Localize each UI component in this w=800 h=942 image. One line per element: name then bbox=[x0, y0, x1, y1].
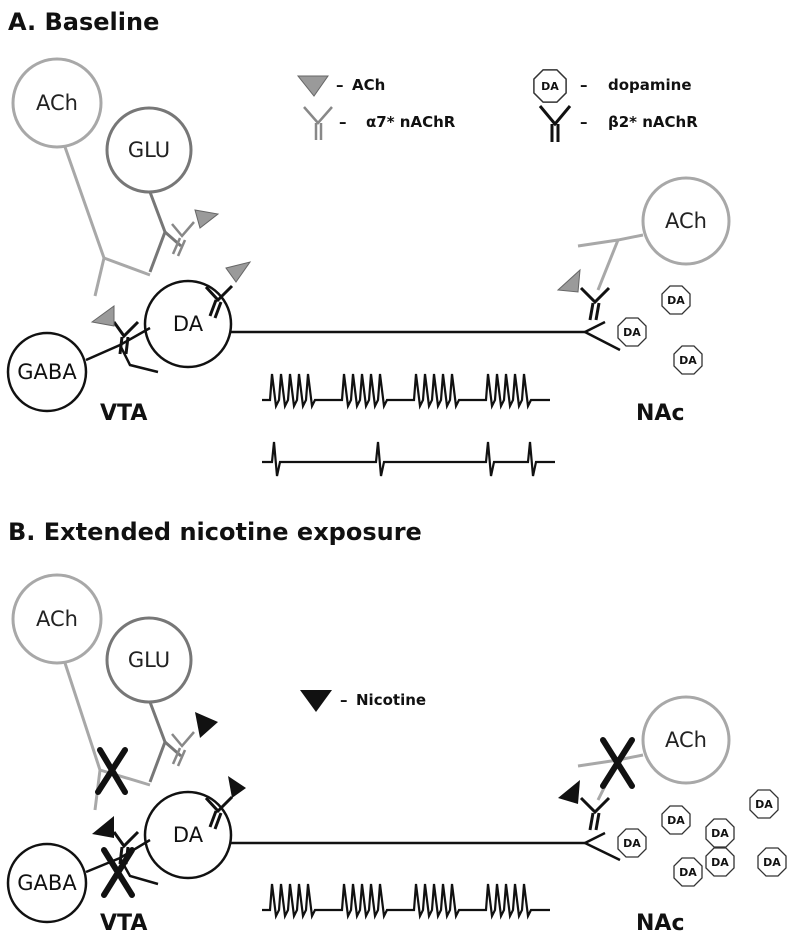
dopamine-molecule: DA bbox=[617, 317, 647, 347]
burst-firing-trace bbox=[262, 883, 550, 920]
blocked-x-icon bbox=[95, 747, 128, 795]
b2-receptor bbox=[204, 284, 234, 319]
panel-b-firing-traces bbox=[262, 883, 550, 920]
dopamine-molecule-label: DA bbox=[763, 856, 781, 869]
a7-receptor bbox=[171, 221, 195, 257]
nicotine-icon bbox=[300, 690, 332, 712]
panel-a-nac: ACh DA DA DA NAc bbox=[556, 176, 731, 426]
dopamine-molecule: DA bbox=[661, 805, 691, 835]
ach-ligand bbox=[194, 209, 220, 229]
ach-neuron-label: ACh bbox=[36, 607, 78, 631]
dopamine-pool: DA DA DA DA DA DA DA bbox=[617, 789, 787, 887]
blocked-x-icon bbox=[600, 737, 635, 789]
da-neuron-label: DA bbox=[173, 823, 204, 847]
panel-b-nac: ACh DA DA DA DA DA DA DA NAc bbox=[558, 695, 787, 936]
nicotine-ligand bbox=[558, 780, 580, 804]
legend-dash: – bbox=[340, 691, 348, 709]
da-neuron bbox=[143, 279, 233, 369]
dopamine-molecule-label: DA bbox=[623, 837, 641, 850]
b2-receptor bbox=[204, 795, 234, 830]
ach-ligand-icon bbox=[296, 75, 329, 97]
dopamine-molecule: DA bbox=[705, 818, 735, 848]
nicotine-ligand bbox=[92, 816, 114, 838]
gaba-neuron bbox=[6, 331, 88, 413]
gaba-neuron bbox=[6, 842, 88, 924]
nac-label: NAc bbox=[636, 911, 684, 936]
nicotine-legend: – Nicotine bbox=[300, 690, 426, 712]
da-neuron bbox=[143, 790, 233, 880]
gaba-neuron-label: GABA bbox=[17, 360, 77, 384]
dopamine-molecule: DA bbox=[661, 285, 691, 315]
vta-label: VTA bbox=[100, 401, 147, 426]
dopamine-molecule: DA bbox=[673, 857, 703, 887]
legend-b2-label: β2* nAChR bbox=[608, 113, 698, 131]
b2-receptor bbox=[579, 796, 611, 831]
glu-neuron bbox=[105, 106, 193, 194]
dopamine-molecule-label: DA bbox=[679, 354, 697, 367]
dopamine-molecule: DA bbox=[673, 345, 703, 375]
legend-dash: – bbox=[580, 76, 588, 94]
svg-text:DA: DA bbox=[541, 80, 559, 93]
legend-dopamine-label: dopamine bbox=[608, 76, 692, 94]
glu-neuron-label: GLU bbox=[128, 648, 170, 672]
panel-a-vta: ACh GLU DA GABA bbox=[6, 57, 585, 426]
legend-dash: – bbox=[339, 113, 347, 131]
dopamine-molecule: DA bbox=[705, 847, 735, 877]
dopamine-molecule-label: DA bbox=[667, 814, 685, 827]
nac-label: NAc bbox=[636, 401, 684, 426]
dopamine-molecule: DA bbox=[749, 789, 779, 819]
ach-neuron-label: ACh bbox=[36, 91, 78, 115]
gaba-neuron-label: GABA bbox=[17, 871, 77, 895]
glu-neuron-label: GLU bbox=[128, 138, 170, 162]
ach-neuron bbox=[11, 57, 103, 149]
ach-neuron bbox=[641, 695, 731, 785]
panel-a-firing-traces bbox=[262, 373, 555, 477]
ach-neuron bbox=[11, 573, 103, 665]
blocked-x-icon bbox=[101, 847, 135, 898]
b2-receptor-icon bbox=[538, 105, 572, 142]
legend-dash: – bbox=[580, 113, 588, 131]
dopamine-molecule-label: DA bbox=[667, 294, 685, 307]
ach-neuron bbox=[641, 176, 731, 266]
dopamine-molecule-label: DA bbox=[711, 827, 729, 840]
a7-receptor bbox=[171, 731, 195, 767]
legend-nicotine-label: Nicotine bbox=[356, 691, 426, 709]
ach-ligand bbox=[225, 261, 252, 283]
legend-a7-label: α7* nAChR bbox=[366, 113, 456, 131]
legend: – ACh – α7* nAChR DA – dopamine – β2* nA… bbox=[296, 69, 698, 142]
ach-ligand bbox=[556, 268, 581, 293]
b2-receptor bbox=[579, 286, 611, 321]
dopamine-molecule: DA bbox=[757, 847, 787, 877]
ach-ligand bbox=[90, 305, 115, 327]
tonic-firing-trace bbox=[262, 441, 555, 477]
legend-dash: – bbox=[336, 76, 344, 94]
dopamine-molecule-label: DA bbox=[623, 326, 641, 339]
dopamine-molecule: DA bbox=[617, 828, 647, 858]
burst-firing-trace bbox=[262, 373, 550, 410]
ach-neuron-label: ACh bbox=[665, 209, 707, 233]
dopamine-pool: DA DA DA bbox=[617, 285, 703, 375]
panel-b-vta: ACh GLU DA GABA bbox=[6, 573, 585, 936]
vta-label: VTA bbox=[100, 911, 147, 936]
panel-b-title: B. Extended nicotine exposure bbox=[8, 518, 422, 546]
nicotine-ligand bbox=[195, 712, 218, 738]
dopamine-molecule-label: DA bbox=[679, 866, 697, 879]
nicotine-ligand bbox=[228, 776, 246, 798]
glu-neuron bbox=[105, 616, 193, 704]
legend-ach-label: ACh bbox=[352, 76, 385, 94]
dopamine-molecule-label: DA bbox=[711, 856, 729, 869]
a7-receptor-icon bbox=[303, 106, 333, 140]
dopamine-molecule-icon: DA bbox=[533, 69, 567, 103]
da-neuron-label: DA bbox=[173, 312, 204, 336]
ach-neuron-label: ACh bbox=[665, 728, 707, 752]
dopamine-molecule-label: DA bbox=[755, 798, 773, 811]
b2-receptor bbox=[112, 320, 140, 355]
panel-a-title: A. Baseline bbox=[8, 8, 159, 36]
